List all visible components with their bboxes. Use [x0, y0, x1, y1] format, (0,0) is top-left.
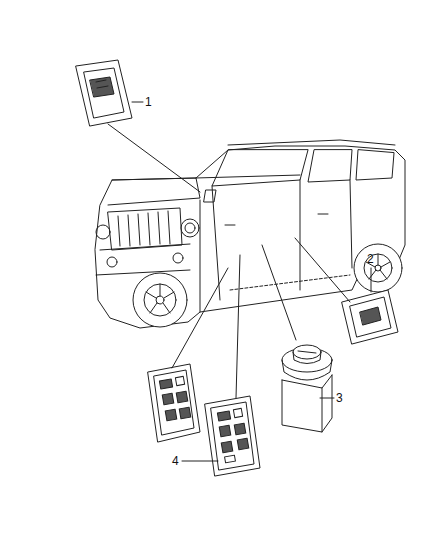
headlight	[96, 219, 199, 267]
callout-number: 3	[336, 392, 343, 404]
wheel	[133, 244, 402, 327]
callout-number: 1	[145, 96, 152, 108]
switch-4b	[205, 396, 260, 476]
callout-number: 2	[367, 253, 374, 265]
switch-4a	[148, 364, 200, 442]
switch-1	[76, 60, 132, 126]
switch-2	[342, 290, 398, 344]
callout-number: 4	[172, 455, 179, 467]
leader-line	[108, 102, 371, 461]
switch-3	[282, 345, 332, 432]
grille	[108, 208, 182, 250]
